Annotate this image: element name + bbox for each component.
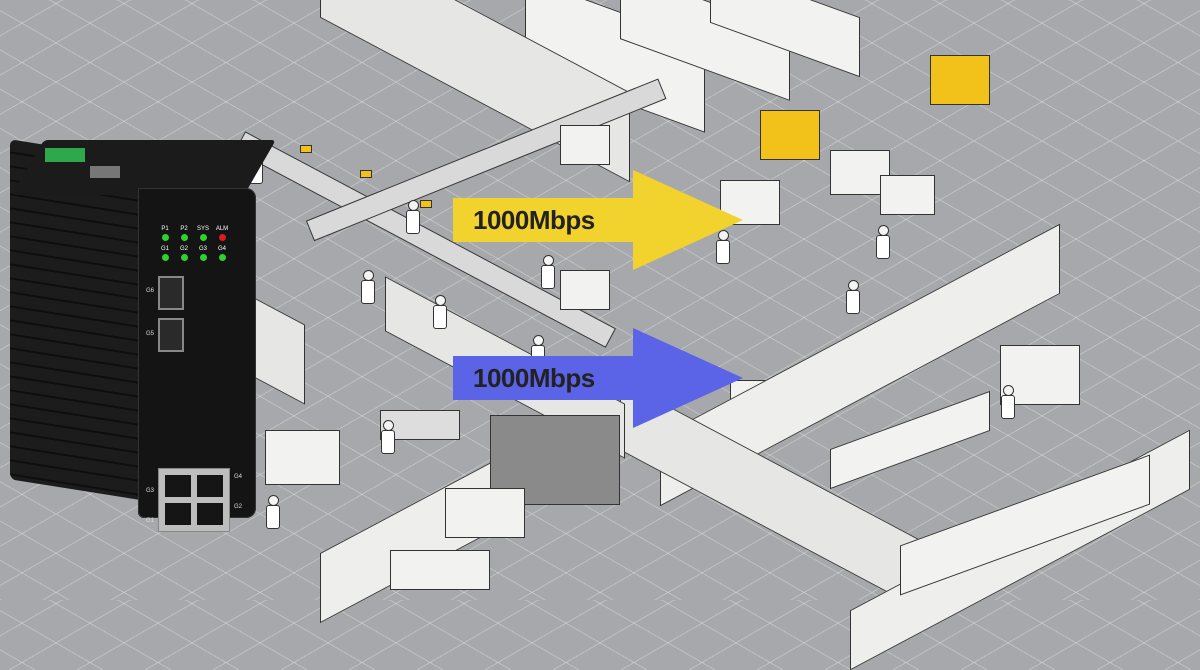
- meeting-table: [830, 390, 990, 490]
- speed-label: 1000Mbps: [453, 198, 633, 242]
- port-label: G4: [234, 474, 243, 480]
- sfp-label: G6: [146, 288, 155, 294]
- arrow-head-icon: [633, 328, 743, 428]
- arrow-head-icon: [633, 170, 743, 270]
- industrial-ethernet-switch: P1 P2 SYS ALM G1 G2 G3 G4 G6 G5 G3 G4 G1…: [10, 139, 276, 532]
- worker: [1000, 385, 1015, 419]
- dashboard-screen: [445, 488, 525, 538]
- led-p1: P1: [160, 226, 170, 241]
- terminal-block: [45, 148, 85, 162]
- led-g2: G2: [179, 246, 189, 261]
- package: [300, 145, 312, 153]
- led-sys: SYS: [197, 226, 209, 241]
- led-g4: G4: [217, 246, 227, 261]
- arrow-uplink-blue: 1000Mbps: [453, 328, 743, 428]
- port-label: G1: [146, 518, 155, 524]
- led-g3: G3: [198, 246, 208, 261]
- console-port: [90, 166, 120, 178]
- sfp-port-g6[interactable]: [158, 276, 184, 310]
- table: [390, 550, 490, 590]
- worker: [360, 270, 375, 304]
- package: [420, 200, 432, 208]
- worker: [875, 225, 890, 259]
- led-alm: ALM: [216, 226, 228, 241]
- sfp-port-g5[interactable]: [158, 318, 184, 352]
- pallet-stack: [560, 125, 610, 165]
- switch-front-panel: P1 P2 SYS ALM G1 G2 G3 G4 G6 G5 G3 G4 G1…: [138, 188, 256, 532]
- package: [360, 170, 372, 178]
- worker: [845, 280, 860, 314]
- led-p2: P2: [179, 226, 189, 241]
- worker: [380, 420, 395, 454]
- dashboard-screen: [265, 430, 340, 485]
- worker: [432, 295, 447, 329]
- port-label: G3: [146, 488, 155, 494]
- worker: [405, 200, 420, 234]
- worker: [540, 255, 555, 289]
- sfp-label: G5: [146, 331, 155, 337]
- forklift: [760, 110, 820, 160]
- led-g1: G1: [160, 246, 170, 261]
- port-label: G2: [234, 504, 243, 510]
- forklift: [930, 55, 990, 105]
- arrow-uplink-yellow: 1000Mbps: [453, 170, 743, 270]
- worker: [265, 495, 280, 529]
- pallet-stack: [880, 175, 935, 215]
- speed-label: 1000Mbps: [453, 356, 633, 400]
- rj45-port-block[interactable]: [158, 468, 230, 532]
- pallet-stack: [560, 270, 610, 310]
